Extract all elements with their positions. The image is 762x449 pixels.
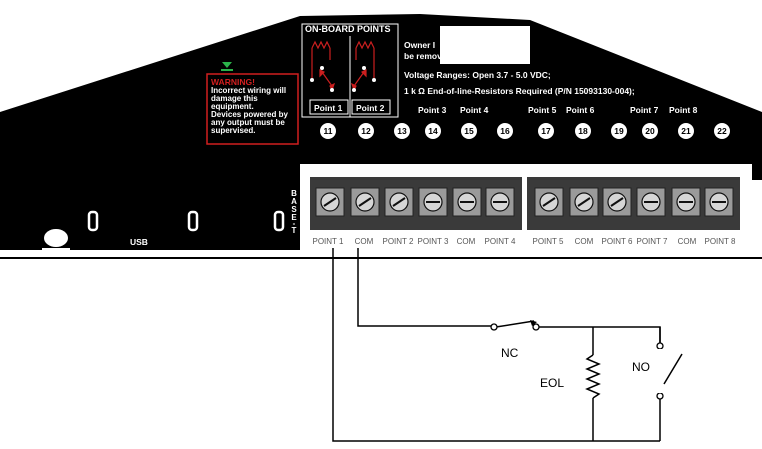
terminal-label-point1: POINT 1 xyxy=(313,237,345,246)
svg-text:15: 15 xyxy=(464,126,474,136)
svg-text:16: 16 xyxy=(500,126,510,136)
point-4-label: Point 4 xyxy=(460,105,489,115)
svg-text:19: 19 xyxy=(614,126,624,136)
warning-box xyxy=(206,73,299,145)
no-label: NO xyxy=(632,360,650,374)
svg-text:any output must be: any output must be xyxy=(211,118,285,127)
point2-label-box xyxy=(351,99,391,115)
terminal-label-point2: POINT 2 xyxy=(383,237,415,246)
svg-text:damage this: damage this xyxy=(211,94,258,103)
svg-text:S: S xyxy=(291,205,297,214)
screw-slot-icon xyxy=(542,197,556,207)
point-6-label: Point 6 xyxy=(566,105,595,115)
svg-text:18: 18 xyxy=(578,126,588,136)
warning-text: Incorrect wiring will damage this equipm… xyxy=(211,86,288,135)
eol-label: EOL xyxy=(540,376,564,390)
svg-text:T: T xyxy=(292,226,297,235)
svg-text:13: 13 xyxy=(397,126,407,136)
terminal-label-point3: POINT 3 xyxy=(418,237,450,246)
point-labels: Point 3 Point 4 Point 5 Point 6 Point 7 … xyxy=(418,105,698,115)
svg-text:21: 21 xyxy=(681,126,691,136)
point-7-label: Point 7 xyxy=(630,105,659,115)
switch-gap-mask xyxy=(657,349,663,393)
voltage-ranges-text: Voltage Ranges: Open 3.7 - 5.0 VDC; xyxy=(404,70,551,80)
terminal-labels: POINT 1 COM POINT 2 POINT 3 COM POINT 4 … xyxy=(313,237,737,246)
status-led-base xyxy=(221,69,233,71)
terminal-label-com2: COM xyxy=(457,237,476,246)
point-8-label: Point 8 xyxy=(669,105,698,115)
screw-slot-icon xyxy=(577,197,591,207)
usb-label: USB xyxy=(130,237,148,247)
round-connector xyxy=(44,229,68,247)
wiring-circuit xyxy=(332,248,683,442)
nc-contact-arrow xyxy=(530,320,537,326)
svg-text:22: 22 xyxy=(717,126,727,136)
svg-text:equipment.: equipment. xyxy=(211,102,254,111)
usb-slot-2 xyxy=(187,210,199,232)
terminal-label-point4: POINT 4 xyxy=(485,237,517,246)
control-panel-board xyxy=(0,14,762,250)
screw-slot-icon xyxy=(358,197,372,207)
terminal-numbers: 11 12 13 14 15 16 17 18 19 20 21 22 xyxy=(320,123,730,139)
point1-wire xyxy=(332,248,660,442)
svg-text:14: 14 xyxy=(428,126,438,136)
screw-slot-icon xyxy=(392,197,406,207)
svg-text:20: 20 xyxy=(645,126,655,136)
no-switch-blade xyxy=(663,353,683,385)
com-wire xyxy=(357,248,492,327)
svg-text:12: 12 xyxy=(361,126,371,136)
onboard-points-title: ON-BOARD POINTS xyxy=(305,24,391,34)
screw-slot-icon xyxy=(323,197,337,207)
terminal-label-com4: COM xyxy=(678,237,697,246)
svg-text:E: E xyxy=(291,213,297,222)
screw-slot-icon xyxy=(610,197,624,207)
owner-note: Owner I be removed by xyxy=(404,40,464,61)
terminal-label-point6: POINT 6 xyxy=(602,237,634,246)
ethernet-port xyxy=(273,210,285,232)
terminal-label-com1: COM xyxy=(355,237,374,246)
switch-contacts xyxy=(490,323,664,400)
svg-text:-: - xyxy=(293,219,296,228)
terminal-label-point5: POINT 5 xyxy=(533,237,565,246)
point-5-label: Point 5 xyxy=(528,105,557,115)
svg-text:be removed by: be removed by xyxy=(404,51,464,61)
label-overlay xyxy=(440,26,530,64)
nc-switch-blade xyxy=(495,320,535,328)
panel-bottom-edge xyxy=(42,248,70,252)
eol-resistor xyxy=(585,354,601,399)
point-3-label: Point 3 xyxy=(418,105,447,115)
terminal-label-point8: POINT 8 xyxy=(705,237,737,246)
svg-text:A: A xyxy=(291,197,297,206)
warning-title: WARNING! xyxy=(211,77,255,87)
relay-icon-2 xyxy=(350,40,375,92)
point-1-label: Point 1 xyxy=(314,103,343,113)
svg-text:Owner I: Owner I xyxy=(404,40,435,50)
svg-text:Incorrect wiring will: Incorrect wiring will xyxy=(211,86,286,95)
svg-text:supervised.: supervised. xyxy=(211,126,255,135)
usb-slot-1 xyxy=(87,210,99,232)
relay-contacts xyxy=(310,66,376,92)
svg-text:B: B xyxy=(291,189,297,198)
point-2-label: Point 2 xyxy=(356,103,385,113)
nc-label: NC xyxy=(501,346,519,360)
terminal-screws xyxy=(315,187,734,217)
relay-icon-1 xyxy=(311,40,336,92)
base-t-label: B A S E - T xyxy=(291,189,297,235)
terminal-label-com3: COM xyxy=(575,237,594,246)
eol-requirement-text: 1 k Ω End-of-line-Resistors Required (P/… xyxy=(404,86,635,96)
svg-text:17: 17 xyxy=(541,126,551,136)
svg-text:11: 11 xyxy=(324,126,333,136)
status-led-icon xyxy=(222,62,232,68)
svg-text:Devices powered by: Devices powered by xyxy=(211,110,288,119)
terminal-label-point7: POINT 7 xyxy=(637,237,669,246)
point1-label-box xyxy=(309,99,349,115)
